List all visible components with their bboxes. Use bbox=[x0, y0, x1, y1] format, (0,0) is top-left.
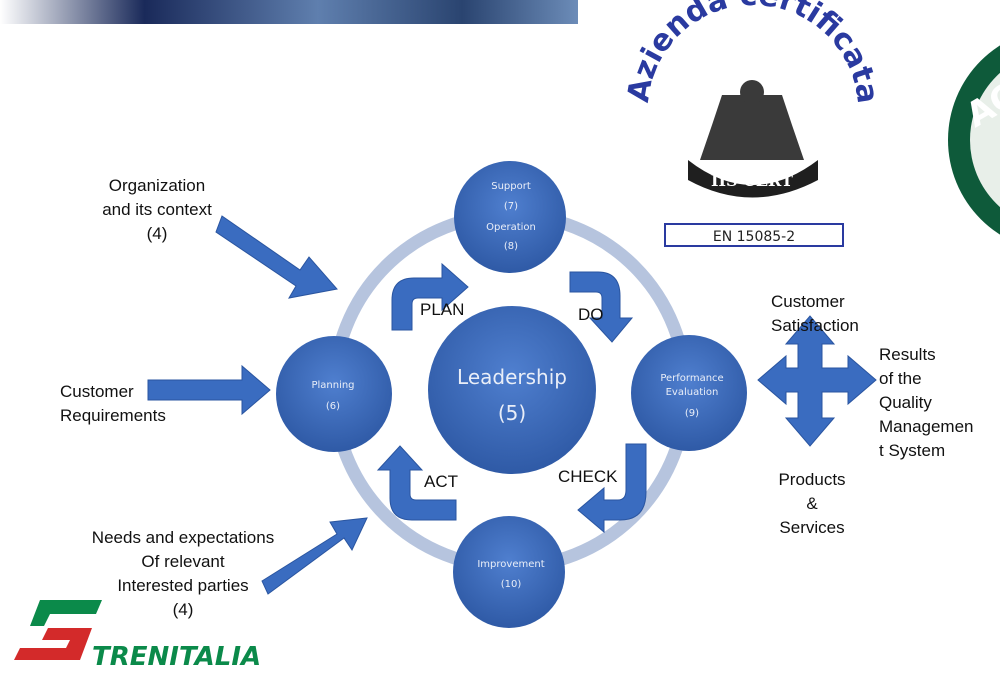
operation-label: Operation bbox=[486, 222, 536, 233]
leadership-number: (5) bbox=[498, 401, 526, 425]
cert-seal-figure bbox=[700, 95, 804, 160]
satisfaction-label: Customer Satisfaction bbox=[771, 290, 859, 338]
cert-seal-head bbox=[740, 80, 764, 104]
check-label: CHECK bbox=[558, 467, 618, 486]
performance-label: Performance bbox=[660, 373, 723, 384]
needs-label: Needs and expectations Of relevant Inter… bbox=[72, 526, 294, 622]
needs-line-3: Interested parties bbox=[117, 576, 249, 595]
improvement-number: (10) bbox=[501, 579, 522, 590]
results-label: Results of the Quality Managemen t Syste… bbox=[879, 343, 974, 463]
results-line-4: Managemen bbox=[879, 417, 974, 436]
improvement-label: Improvement bbox=[477, 559, 544, 570]
cert-logo: Azienda certificata IIS CERT EN 15085-2 bbox=[621, 0, 885, 247]
plan-arrow bbox=[391, 262, 469, 331]
planning-node bbox=[276, 336, 392, 452]
cert-standard-box bbox=[664, 223, 844, 247]
leadership-node bbox=[428, 306, 596, 474]
results-line-2: of the bbox=[879, 369, 922, 388]
needs-arrow bbox=[261, 517, 368, 595]
act-label: ACT bbox=[424, 472, 458, 491]
customer-req-label: Customer Requirements bbox=[60, 380, 166, 428]
customer-req-line-2: Requirements bbox=[60, 406, 166, 425]
customer-req-line-1: Customer bbox=[60, 382, 134, 401]
org-context-line-2: and its context bbox=[102, 200, 212, 219]
support-number: (7) bbox=[504, 201, 518, 212]
accredia-logo: ACC bbox=[948, 45, 1000, 235]
products-line-1: Products bbox=[778, 470, 846, 489]
improvement-node bbox=[453, 516, 565, 628]
cert-seal-text: IIS CERT bbox=[711, 171, 793, 190]
do-arrow bbox=[569, 271, 634, 343]
do-label: DO bbox=[578, 305, 604, 324]
results-line-3: Quality bbox=[879, 393, 932, 412]
performance-evaluation-node bbox=[631, 335, 747, 451]
planning-label: Planning bbox=[311, 380, 354, 391]
org-context-arrow bbox=[215, 215, 338, 299]
planning-number: (6) bbox=[326, 401, 340, 412]
trenitalia-logo: TRENITALIA bbox=[14, 600, 261, 672]
products-label: Products & Services bbox=[760, 468, 864, 540]
support-label: Support bbox=[491, 181, 531, 192]
evaluation-label: Evaluation bbox=[666, 387, 719, 398]
performance-number: (9) bbox=[685, 408, 699, 419]
results-line-5: t System bbox=[879, 441, 946, 460]
products-line-3: Services bbox=[779, 518, 845, 537]
needs-line-4: (4) bbox=[172, 600, 194, 619]
leadership-title: Leadership bbox=[457, 365, 567, 389]
trenitalia-text: TRENITALIA bbox=[92, 642, 261, 672]
org-context-line-1: Organization bbox=[108, 176, 206, 195]
products-line-2: & bbox=[806, 494, 818, 513]
satisfaction-line-2: Satisfaction bbox=[771, 316, 859, 335]
org-context-line-3: (4) bbox=[146, 224, 168, 243]
check-arrow bbox=[577, 443, 647, 534]
output-cross-arrow bbox=[757, 315, 877, 447]
plan-label: PLAN bbox=[420, 300, 465, 319]
cert-standard-text: EN 15085-2 bbox=[713, 229, 795, 245]
cert-seal-banner bbox=[688, 160, 818, 198]
header-banner bbox=[0, 0, 578, 24]
support-operation-node bbox=[454, 161, 566, 273]
operation-number: (8) bbox=[504, 241, 518, 252]
trenitalia-mark-red bbox=[14, 628, 92, 660]
org-context-label: Organization and its context (4) bbox=[82, 174, 232, 246]
results-line-1: Results bbox=[879, 345, 936, 364]
needs-line-1: Needs and expectations bbox=[91, 528, 275, 547]
act-arrow bbox=[376, 445, 457, 521]
trenitalia-mark-green bbox=[30, 600, 102, 626]
customer-req-arrow bbox=[147, 364, 271, 416]
needs-line-2: Of relevant bbox=[141, 552, 225, 571]
satisfaction-line-1: Customer bbox=[771, 292, 845, 311]
